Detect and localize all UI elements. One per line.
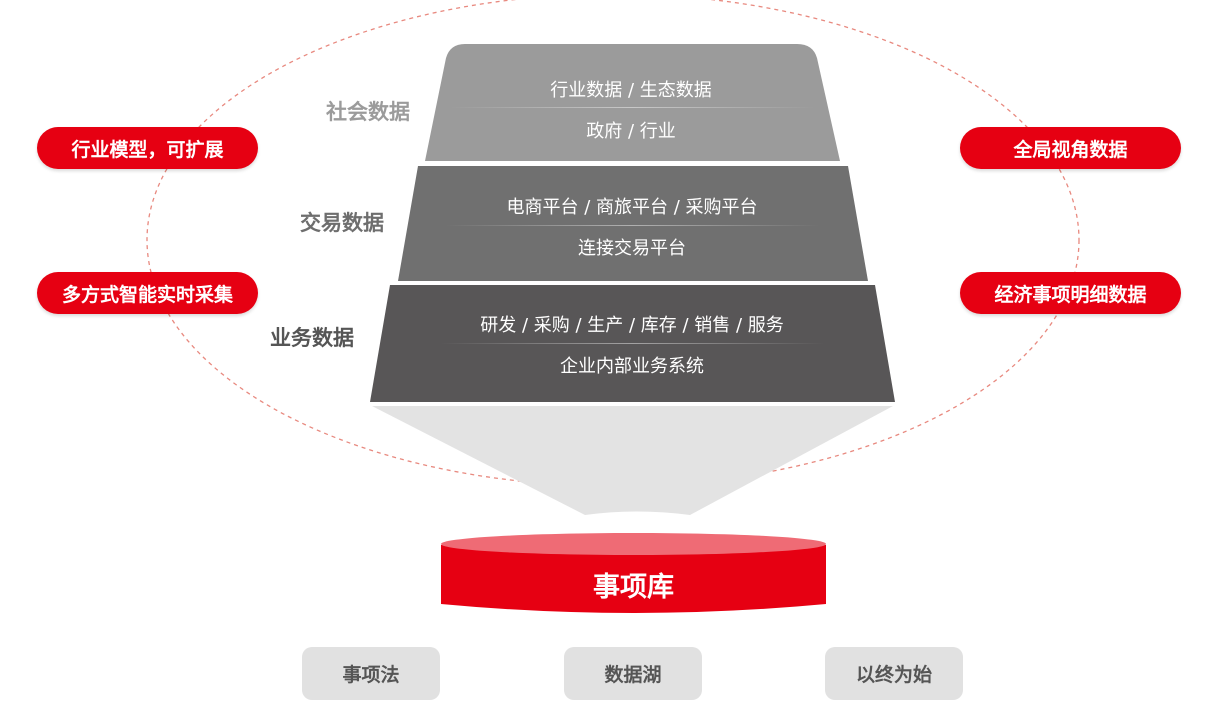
divider [445, 225, 820, 226]
core-database-label: 事项库 [593, 572, 674, 603]
tier-social-line-1: 行业数据 / 生态数据 [550, 80, 712, 101]
bottom-item-method: 事项法 [302, 647, 440, 700]
tier-social-line-2: 政府 / 行业 [586, 121, 676, 142]
divider [440, 343, 825, 344]
tier-label-social: 社会数据 [326, 100, 410, 124]
tier-trade-line-1: 电商平台 / 商旅平台 / 采购平台 [506, 197, 758, 218]
tier-social-shape [425, 44, 840, 161]
tier-business-line-2: 企业内部业务系统 [560, 356, 704, 377]
tier-label-business: 业务数据 [270, 326, 354, 350]
cylinder-top [441, 533, 826, 555]
left-pill-collection: 多方式智能实时采集 [37, 272, 258, 314]
right-pill-global-view: 全局视角数据 [960, 127, 1181, 169]
bottom-item-end-in-mind: 以终为始 [825, 647, 963, 700]
left-pill-industry-model: 行业模型，可扩展 [37, 127, 258, 169]
tier-label-trade: 交易数据 [300, 211, 384, 235]
tier-trade-shape [398, 166, 868, 281]
tier-business-line-1: 研发 / 采购 / 生产 / 库存 / 销售 / 服务 [480, 315, 784, 336]
right-pill-detail-data: 经济事项明细数据 [960, 272, 1181, 314]
tier-business-shape [370, 285, 895, 402]
dashed-ellipse [146, 0, 1080, 487]
divider [450, 107, 815, 108]
tier-trade-line-2: 连接交易平台 [578, 238, 686, 259]
funnel-shape [372, 406, 893, 515]
cylinder-body [441, 545, 826, 613]
bottom-item-data-lake: 数据湖 [564, 647, 702, 700]
